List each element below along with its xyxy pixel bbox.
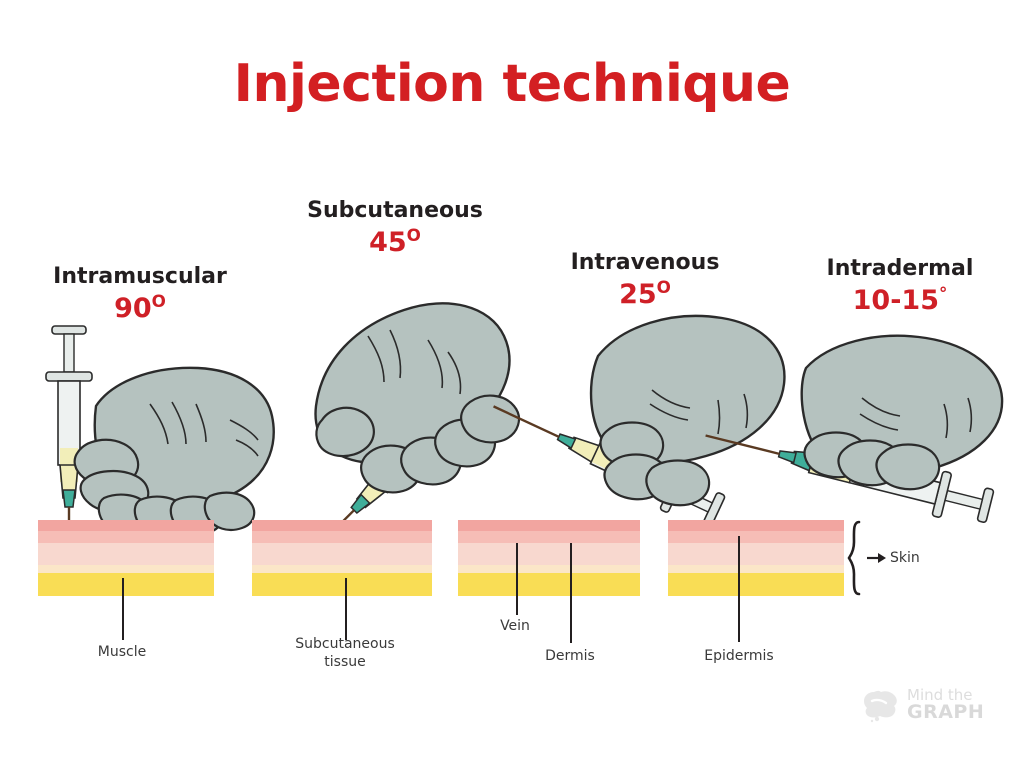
panel-angle-intramuscular: 90O [114,291,166,324]
layer-dermis [252,543,432,565]
gloved-hand-intravenous [589,314,786,507]
layer-dermis-lower [458,565,640,573]
caption-epidermis: Epidermis [704,648,774,664]
watermark-line2: GRAPH [907,701,985,723]
leader-line-epidermis [738,536,740,642]
leader-line-dermis [570,543,572,643]
layer-epidermis [668,520,844,531]
panel-heading-intravenous: Intravenous 25O [540,250,750,310]
skin-block-subcutaneous [252,520,432,596]
watermark-line1: Mind the [907,686,973,704]
layer-subcutaneous-fat [38,573,214,596]
caption-vein: Vein [500,618,530,634]
skin-block-intradermal [668,520,844,596]
caption-subcutaneous-tissue: Subcutaneous tissue [295,636,395,670]
watermark-mind-the-graph: Mind the GRAPH [862,686,985,723]
skin-brace-label: Skin [890,550,920,566]
panel-heading-intradermal: Intradermal 10-15° [795,256,1005,316]
layer-epidermis-lower [668,531,844,543]
layer-epidermis-lower [458,531,640,543]
gloved-hand-intramuscular [73,366,275,536]
leader-line-vein [516,543,518,615]
brain-icon [864,690,897,723]
layer-dermis [458,543,640,565]
layer-dermis-lower [252,565,432,573]
layer-subcutaneous-fat [252,573,432,596]
illustration-intravenous [493,314,786,527]
layer-epidermis [458,520,640,531]
illustration-intradermal [705,334,1004,524]
skin-block-intravenous [458,520,640,596]
layer-dermis [668,543,844,565]
panel-angle-subcutaneous: 45O [369,225,421,258]
layer-dermis-lower [668,565,844,573]
layer-dermis [38,543,214,565]
panel-title-intradermal: Intradermal [826,256,974,281]
gloved-hand-intradermal [800,334,1004,491]
panel-title-intramuscular: Intramuscular [53,264,227,289]
layer-subcutaneous-fat [668,573,844,596]
panel-angle-intravenous: 25O [619,277,671,310]
gloved-hand-subcutaneous [314,302,521,494]
layer-epidermis-lower [252,531,432,543]
layer-dermis-lower [38,565,214,573]
curly-brace-icon [847,520,861,596]
skin-brace-annotation: Skin [847,520,920,596]
arrow-right-icon [867,553,886,563]
leader-line-muscle [122,578,124,640]
panel-title-subcutaneous: Subcutaneous [307,198,483,223]
caption-muscle: Muscle [97,644,147,660]
caption-dermis: Dermis [545,648,595,664]
skin-block-intramuscular [38,520,214,596]
layer-epidermis [252,520,432,531]
panel-title-intravenous: Intravenous [570,250,720,275]
panel-heading-subcutaneous: Subcutaneous 45O [285,198,505,258]
page-title: Injection technique [233,54,791,114]
leader-line-subcutaneous-tissue [345,578,347,640]
illustration-intramuscular [45,325,275,578]
layer-epidermis [38,520,214,531]
layer-subcutaneous-fat [458,573,640,596]
illustration-subcutaneous [302,302,521,562]
panel-heading-intramuscular: Intramuscular 90O [30,264,250,324]
layer-epidermis-lower [38,531,214,543]
panel-angle-intradermal: 10-15° [852,283,948,316]
